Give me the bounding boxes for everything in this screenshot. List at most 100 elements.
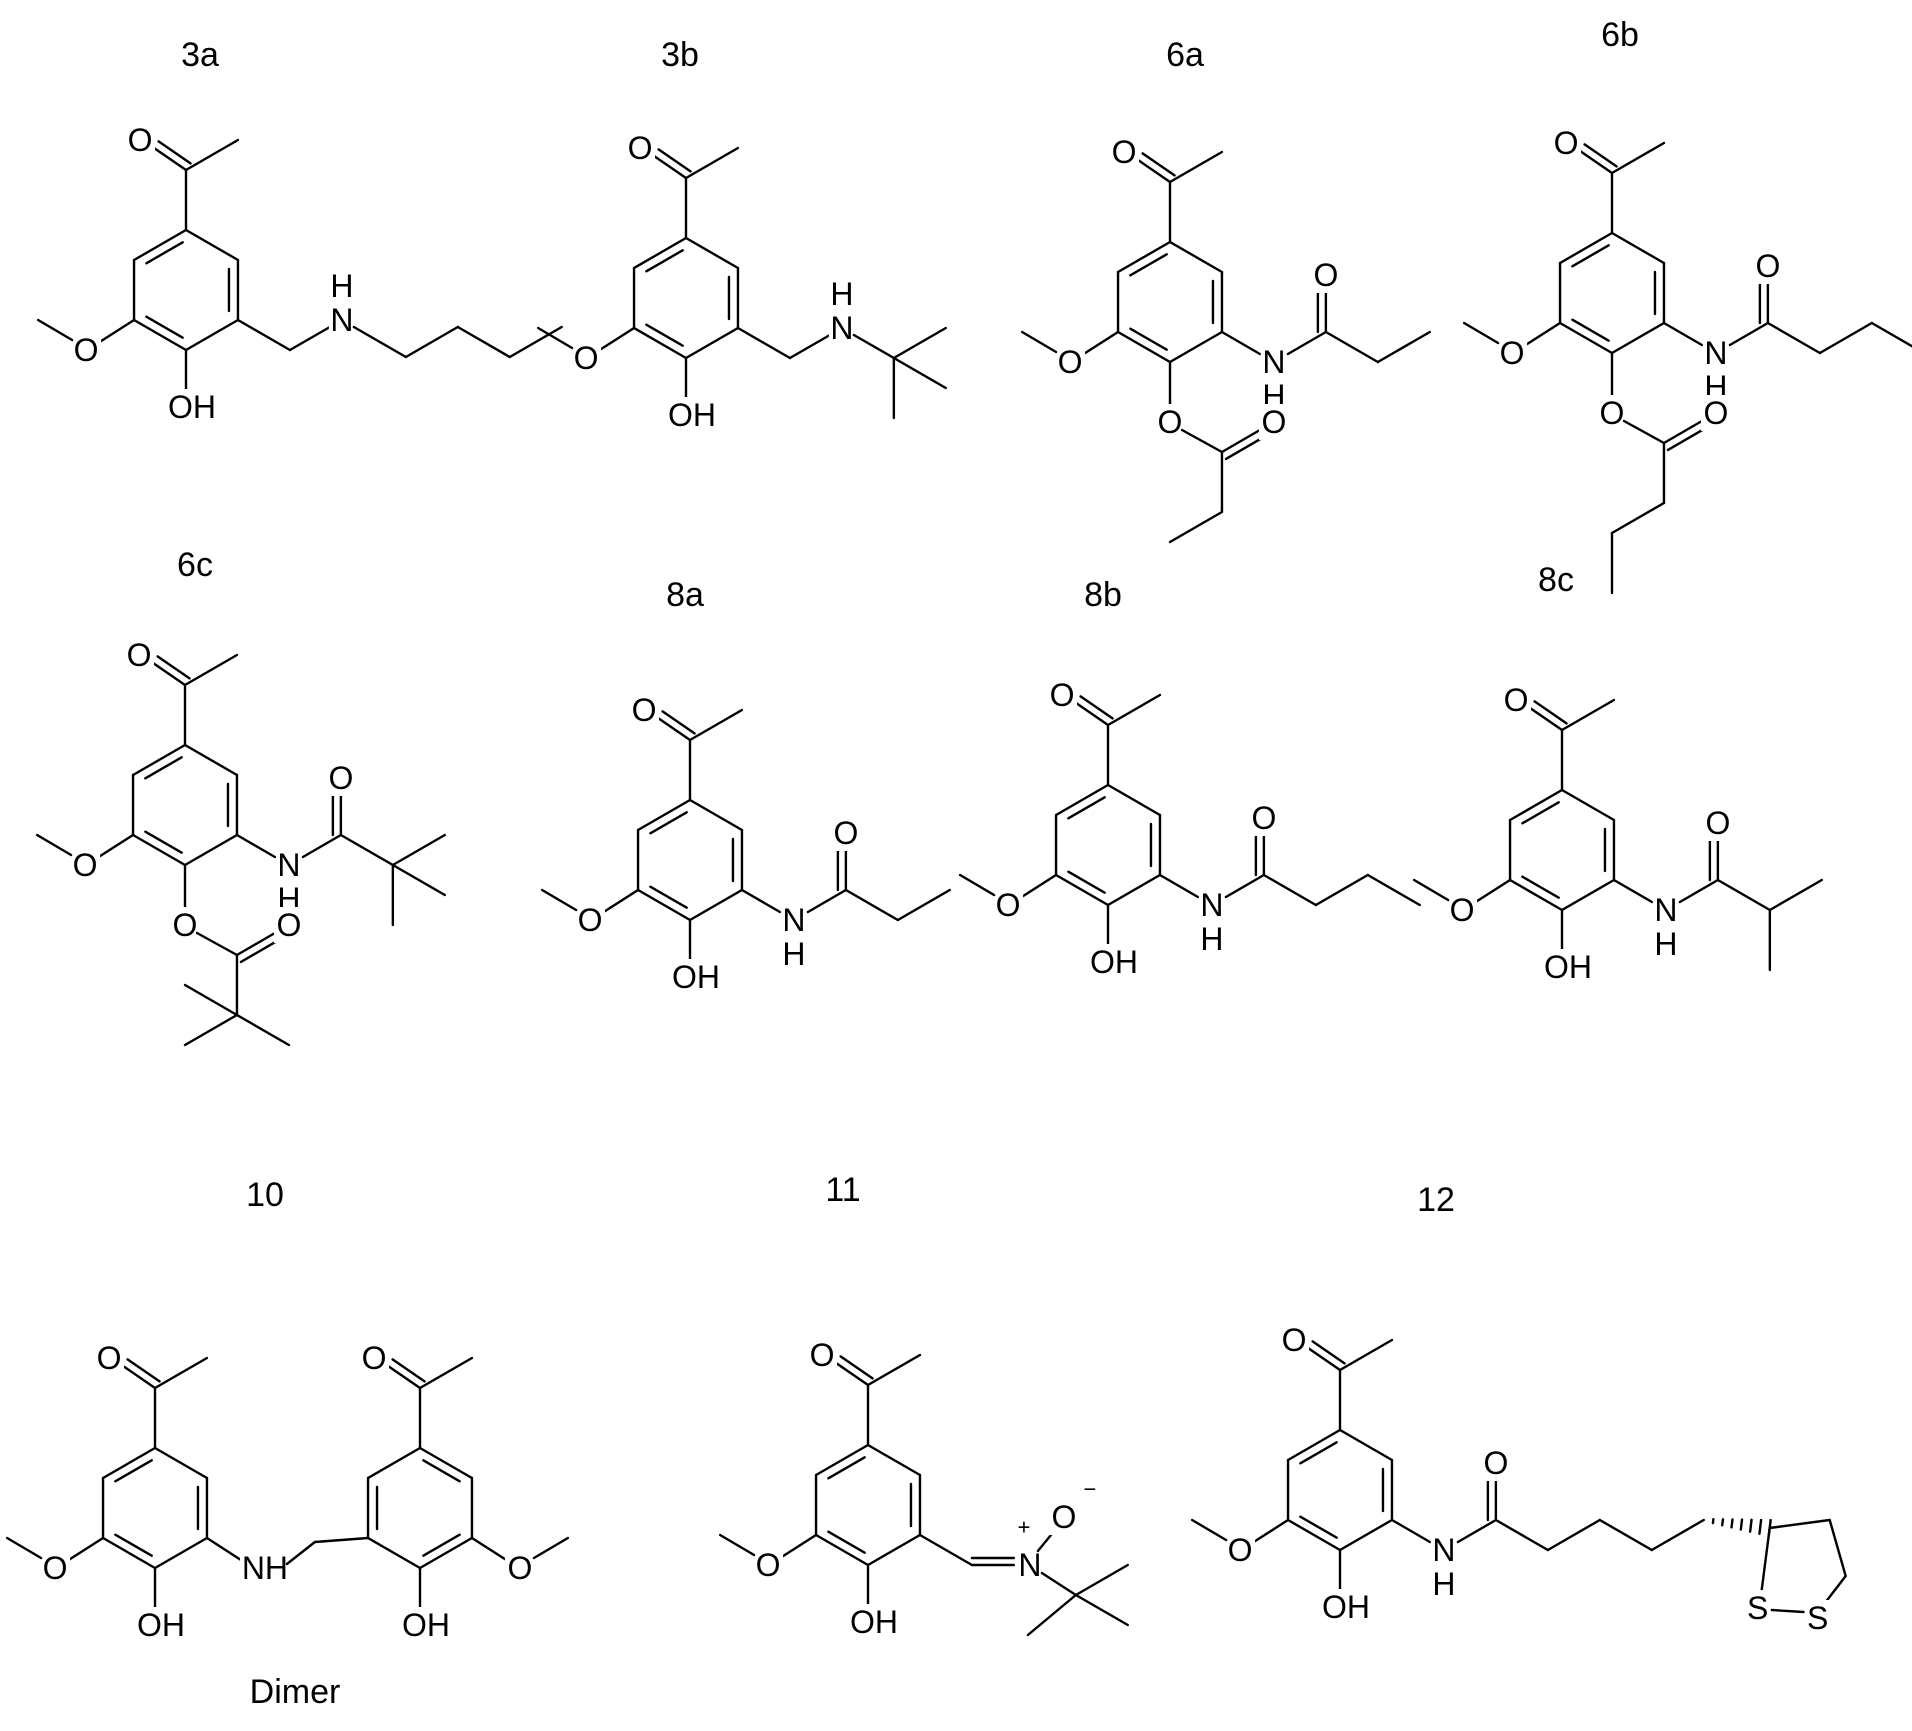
methyl-bond	[5, 1536, 43, 1560]
bond	[918, 1533, 974, 1567]
atom-background	[71, 332, 102, 368]
nitrone-nitrogen: N	[1018, 1547, 1041, 1583]
ring-bond	[1828, 1518, 1847, 1578]
methyl-bond	[391, 863, 447, 897]
bond	[1286, 330, 1328, 356]
methoxy-oxygen: O	[1450, 892, 1475, 928]
carbonyl-double-bond	[152, 146, 188, 172]
amide-nitrogen: N	[782, 902, 805, 938]
chain-bond	[1366, 873, 1421, 907]
atom-background	[830, 815, 861, 851]
atom-background	[1087, 944, 1141, 980]
carbonyl-double-bond	[656, 716, 692, 742]
benzene-ring	[1286, 1428, 1394, 1552]
methoxy-oxygen: O	[996, 887, 1021, 923]
bond	[788, 333, 832, 360]
compound-label: 11	[825, 1171, 860, 1209]
ring-double-bond	[1521, 801, 1560, 825]
ring-bond	[418, 1446, 474, 1480]
methyl-bond	[1026, 1593, 1078, 1637]
chain-bond	[1494, 1518, 1550, 1552]
chain-bond	[1262, 873, 1318, 907]
hydroxyl-label: OH	[1544, 949, 1592, 985]
atom-background	[669, 959, 723, 995]
amine-hydrogen: H	[830, 276, 853, 312]
ring-bond	[1560, 878, 1616, 912]
amide-oxygen: O	[1705, 805, 1730, 841]
atom-background	[1279, 1322, 1310, 1358]
acetyl-oxygen: O	[810, 1337, 835, 1373]
ring-bond	[1610, 231, 1666, 265]
ring-double-bond	[645, 323, 684, 347]
ring-double-bond	[145, 241, 184, 265]
ring-double-bond	[145, 315, 184, 339]
ring-double-bond	[1067, 796, 1106, 820]
bond	[470, 1536, 510, 1563]
ring-bond	[684, 236, 740, 270]
carbonyl-double-bond	[1528, 706, 1564, 732]
ring-double-bond	[645, 249, 684, 273]
benzene-ring	[366, 1446, 474, 1570]
carbonyl-double-bond	[1306, 1346, 1342, 1372]
ring-bond	[1116, 240, 1172, 274]
methoxy-group: O	[35, 833, 135, 883]
hydroxyl-label: OH	[402, 1607, 450, 1643]
amide-oxygen: O	[1313, 257, 1338, 293]
methoxy-oxygen: O	[756, 1547, 781, 1583]
ring-bond	[366, 1536, 422, 1570]
ring-double-bond	[1571, 244, 1610, 268]
amide-hydrogen: H	[1432, 1566, 1455, 1602]
ester-carbonyl-oxygen: O	[1261, 404, 1286, 440]
ring-double-bond	[1129, 253, 1168, 277]
benzene-ring	[1116, 240, 1224, 364]
ring-bond	[183, 833, 239, 867]
methyl-bond	[1190, 1518, 1228, 1542]
ring-bond	[131, 743, 187, 777]
ring-double-bond	[827, 1530, 866, 1554]
methoxy-group: O	[1412, 878, 1512, 928]
ring-double-bond	[1299, 1441, 1338, 1465]
hydroxyl-label: OH	[672, 959, 720, 995]
amine-label: NH	[242, 1550, 288, 1586]
methyl-bond	[183, 653, 239, 687]
ring-double-bond	[114, 1533, 153, 1557]
atom-background	[625, 130, 656, 166]
ring-bond	[866, 1443, 922, 1477]
bond	[596, 326, 636, 353]
atom-background	[1700, 395, 1731, 431]
carbonyl-double-bond	[1074, 701, 1110, 727]
methyl-bond	[235, 1013, 291, 1047]
atom-background	[1541, 949, 1595, 985]
hashed-wedge-bond	[1739, 1518, 1744, 1531]
atom-background	[1260, 344, 1287, 380]
carbonyl-double-bond	[1079, 695, 1114, 720]
atom-background	[1016, 1547, 1043, 1583]
atom-background	[780, 902, 807, 938]
atom-background	[1248, 800, 1279, 836]
amide-nitrogen: N	[1200, 887, 1223, 923]
carbonyl-double-bond	[151, 661, 187, 687]
atom-background	[1653, 926, 1678, 962]
acetyl-oxygen: O	[127, 637, 152, 673]
chain-bond	[1168, 510, 1224, 544]
ring-double-bond	[827, 1456, 866, 1480]
ring-double-bond	[649, 885, 688, 909]
atom-background	[1752, 248, 1783, 284]
ring-bond	[1760, 1526, 1771, 1592]
hydroxyl-label: OH	[668, 397, 716, 433]
sulfur-atom: S	[1747, 1590, 1768, 1626]
methoxy-oxygen: O	[1500, 335, 1525, 371]
chain-bond	[339, 833, 395, 867]
acetyl-oxygen: O	[128, 122, 153, 158]
chain-bond	[1314, 873, 1370, 907]
ring-bond	[366, 1446, 422, 1480]
hashed-wedge-bond	[1748, 1518, 1753, 1533]
acetyl-group: O	[1279, 1322, 1394, 1432]
atom-background	[571, 340, 602, 376]
compound-label: 6c	[177, 546, 213, 584]
methyl-bond	[418, 1356, 474, 1390]
